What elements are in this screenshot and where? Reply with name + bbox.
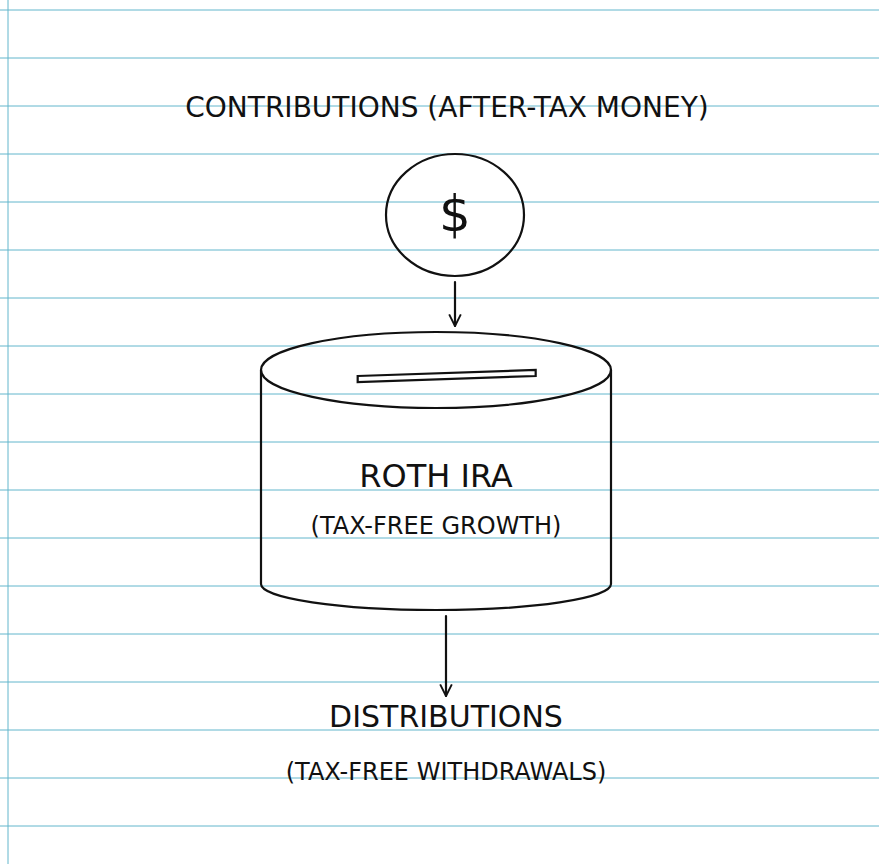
flow-arrow [445,616,447,696]
coin-slot [358,370,536,382]
jar-subtitle: (TAX-FREE GROWTH) [311,513,562,541]
coin-node: CONTRIBUTIONS (AFTER-TAX MONEY)$ [384,152,526,278]
jar-title: ROTH IRA [359,458,512,495]
heading-text: CONTRIBUTIONS (AFTER-TAX MONEY) [185,92,708,124]
jar-lid [261,332,611,408]
coin-ellipse [386,154,524,276]
jar-body [261,370,611,610]
node-subtitle: (TAX-FREE WITHDRAWALS) [286,759,607,787]
dollar-sign: $ [439,186,471,244]
flow-arrow [454,282,456,326]
jar-node: ROTH IRA (TAX-FREE GROWTH) [258,330,614,612]
node-title: DISTRIBUTIONS [329,700,563,735]
jar-drawing [261,332,611,610]
text-node: DISTRIBUTIONS (TAX-FREE WITHDRAWALS) [286,700,607,786]
